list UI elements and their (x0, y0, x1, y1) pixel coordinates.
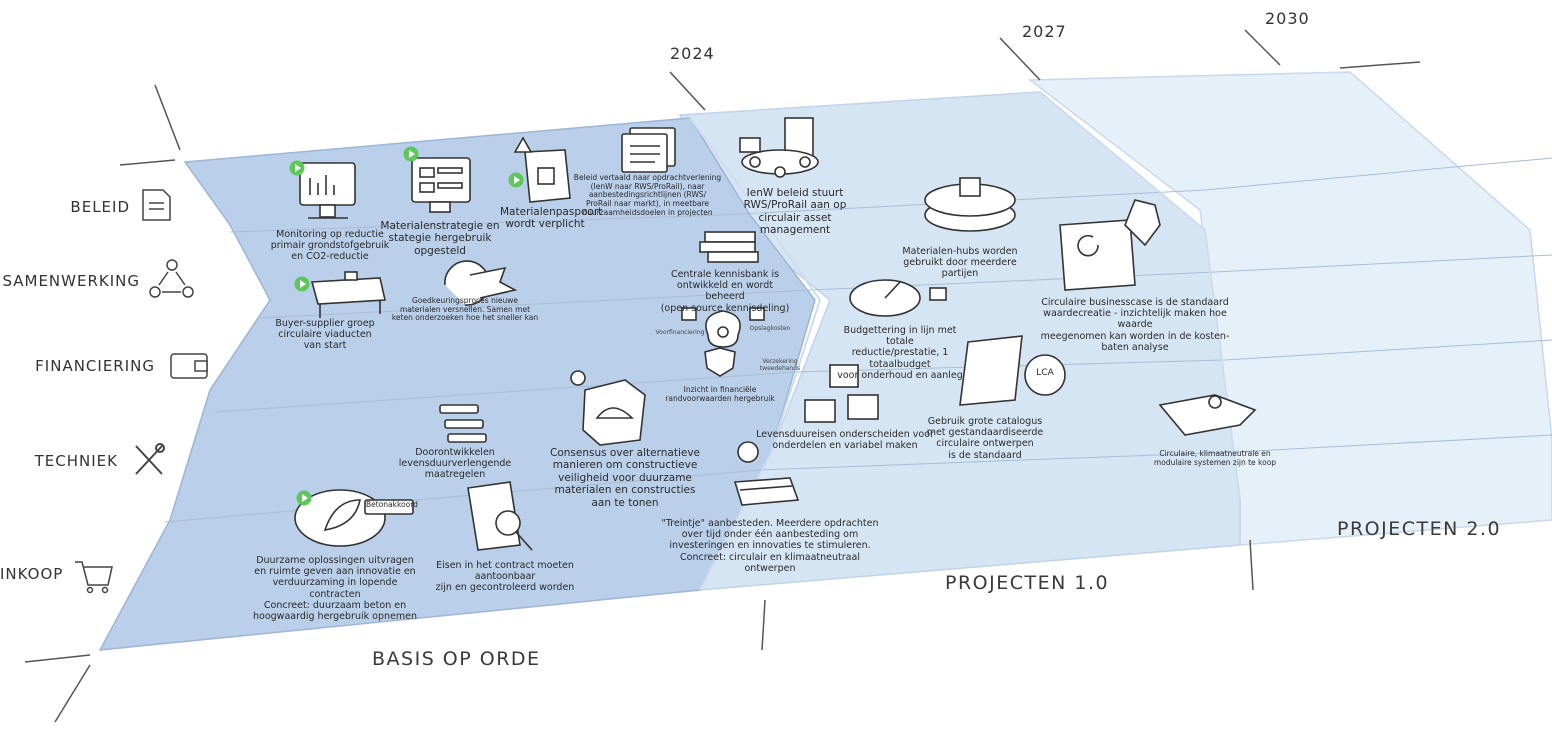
row-label-beleid: BELEID (70, 198, 130, 216)
basis-op-orde-board (98, 117, 816, 651)
item-label-eisen-contract: Eisen in het contract moeten aantoonbaar… (435, 560, 575, 594)
passport-book-icon (513, 136, 571, 203)
safety-helmet-cube-icon (570, 370, 646, 446)
business-case-diamond-icon (1059, 199, 1161, 291)
document-icon (142, 189, 171, 221)
phase-label-projecten-2-0: PROJECTEN 2.0 (1337, 518, 1502, 540)
play-triangles (295, 150, 520, 502)
item-label-beleid-vertaald: Beleid vertaald naar opdrachtverlening(I… (573, 173, 722, 217)
monitor-chart-icon (299, 162, 356, 219)
row-label-financiering: FINANCIERING (35, 357, 155, 375)
row-label-techniek: TECHNIEK (34, 452, 118, 470)
catalog-tablet-icon (959, 335, 1066, 406)
voorfinanciering-label: Voorfinanciering (655, 329, 705, 336)
row-label-inkoop: INKOOP (0, 565, 64, 583)
year-label-2027: 2027 (1022, 22, 1067, 41)
documents-icon (621, 127, 676, 173)
wallet-icon (170, 353, 208, 379)
lca-label: LCA (1036, 368, 1054, 378)
checklist-magnifier-icon (467, 481, 533, 551)
year-ticks (24, 29, 1421, 723)
year-label-2024: 2024 (670, 44, 715, 63)
fast-approval-icon (444, 260, 518, 306)
speech-bubble-leaf-icon (294, 489, 414, 547)
shield-icon (704, 347, 736, 377)
shopping-cart-icon (75, 561, 113, 594)
people-network-icon (149, 259, 194, 298)
bolts-icon (439, 404, 487, 443)
opslagkosten-label: Opslagkosten (749, 325, 791, 332)
strategy-monitor-icon (411, 157, 471, 213)
meeting-table-icon (310, 271, 386, 318)
phase-label-projecten-1-0: PROJECTEN 1.0 (945, 572, 1110, 594)
item-label-treintje: "Treintje" aanbesteden. Meerdere opdrach… (661, 518, 879, 574)
row-label-samenwerking: SAMENWERKING (2, 272, 140, 290)
phase-label-basis-op-orde: BASIS OP ORDE (372, 648, 541, 670)
puzzle-icon (1158, 394, 1257, 436)
year-label-2030: 2030 (1265, 9, 1310, 28)
budget-pie-icon (849, 279, 947, 317)
lightbulb-papers-icon (733, 441, 800, 506)
government-building-icon (739, 117, 819, 178)
betonakkoord-sign: Betonakkoord (366, 500, 418, 509)
knowledge-stack-icon (699, 231, 759, 263)
tools-icon (135, 443, 165, 475)
modules-icon (804, 364, 879, 423)
materials-hub-icon (924, 177, 1016, 232)
money-bag-icon (681, 307, 765, 348)
